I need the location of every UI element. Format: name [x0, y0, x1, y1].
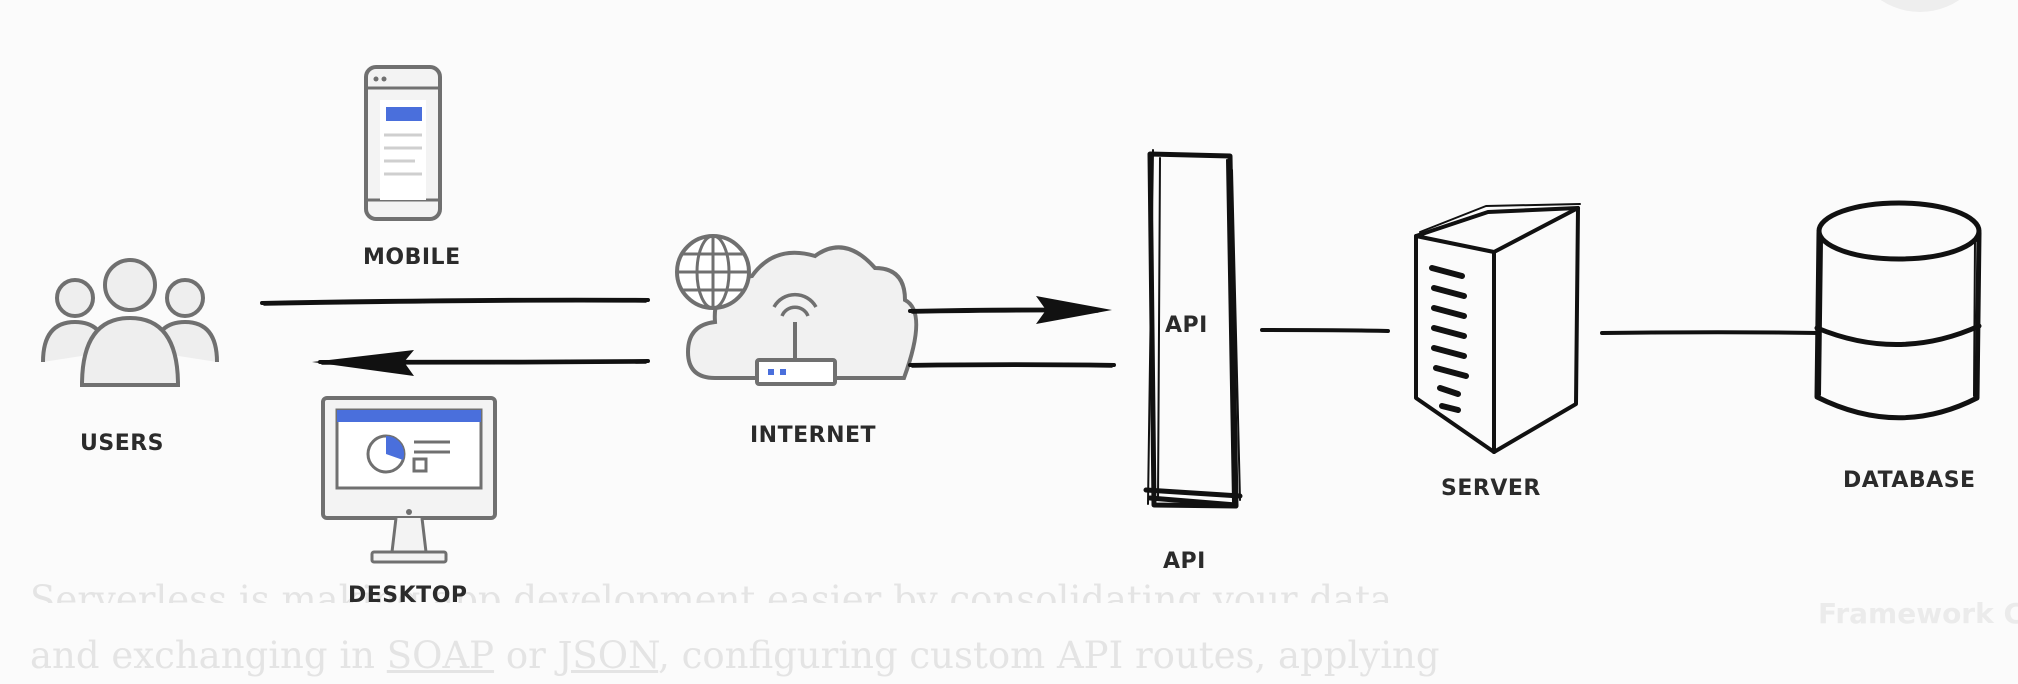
- users-to-internet-line: [260, 297, 650, 306]
- api-box-label: API: [1165, 313, 1208, 338]
- database-icon: [1814, 200, 1982, 421]
- background-side-text: Framework Co: [1818, 597, 2018, 630]
- users-icon: [41, 258, 219, 387]
- desktop-monitor-icon: [321, 396, 497, 564]
- desktop-label: DESKTOP: [348, 583, 468, 608]
- internet-cloud-icon: [675, 234, 919, 386]
- soap-link[interactable]: SOAP: [386, 634, 495, 677]
- json-link[interactable]: JSON: [557, 634, 659, 677]
- users-label: USERS: [80, 431, 164, 456]
- background-paragraph-line-1: Serverless is making app development eas…: [30, 578, 1393, 621]
- internet-label: INTERNET: [750, 423, 876, 448]
- server-label: SERVER: [1441, 476, 1541, 501]
- internet-to-users-arrow: [312, 350, 650, 376]
- api-label: API: [1163, 549, 1206, 574]
- api-to-internet-line: [908, 362, 1116, 368]
- api-to-server-line: [1260, 328, 1390, 333]
- server-to-database-line: [1600, 330, 1820, 335]
- internet-to-api-arrow: [908, 296, 1112, 324]
- background-paragraph-line-2: and exchanging in SOAP or JSON, configur…: [30, 634, 1440, 677]
- server-icon: [1414, 203, 1581, 454]
- mobile-label: MOBILE: [363, 245, 461, 270]
- mobile-phone-icon: [364, 65, 442, 221]
- database-label: DATABASE: [1843, 468, 1976, 493]
- api-gateway-box: [1143, 149, 1243, 509]
